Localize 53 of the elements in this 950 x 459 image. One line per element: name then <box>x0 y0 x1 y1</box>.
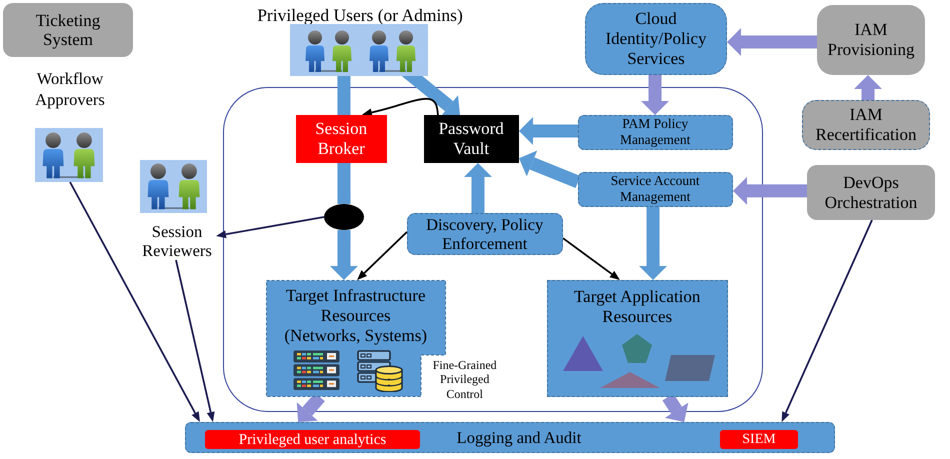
node-label: Password Vault <box>438 118 505 159</box>
node-label: Service Account Management <box>610 173 701 206</box>
group-label: Session Reviewers <box>141 222 213 260</box>
block-arrow <box>519 116 578 145</box>
node-label: Discovery, Policy Enforcement <box>425 214 544 253</box>
process-box <box>578 114 733 150</box>
annotation-text: Fine-Grained Privileged Control <box>432 358 498 402</box>
node-label: Session Broker <box>314 118 368 159</box>
process-box <box>205 430 420 449</box>
node-label: IAM Recertification <box>814 105 918 145</box>
process-box <box>720 430 798 449</box>
node-label: Privileged user analytics <box>238 430 386 448</box>
node-label: SIEM <box>742 430 776 448</box>
process-box <box>802 100 930 150</box>
node-label: DevOps Orchestration <box>824 172 918 212</box>
block-arrow <box>733 176 807 205</box>
process-box <box>3 3 133 57</box>
group-label: Privileged Users (or Admins) <box>257 6 463 24</box>
node-label: Cloud Identity/Policy Services <box>604 9 708 69</box>
node-label: Target Infrastructure Resources (Networks, Systems) <box>283 286 428 346</box>
boundary-outline <box>223 87 763 412</box>
node-label: IAM Provisioning <box>826 20 916 60</box>
node-label: Logging and Audit <box>456 428 582 448</box>
arrow <box>216 216 324 238</box>
block-arrow <box>854 75 882 100</box>
block-arrow <box>641 75 670 115</box>
block-arrow <box>330 230 358 280</box>
arrow <box>69 182 200 422</box>
block-arrow <box>727 28 817 56</box>
process-box <box>578 172 733 207</box>
junction-ellipse <box>324 204 364 230</box>
arrow <box>562 237 620 280</box>
connector-bar <box>337 76 350 115</box>
node-label: Target Application Resources <box>572 286 702 327</box>
process-box <box>296 114 387 163</box>
group-label: Workflow Approvers <box>34 68 106 110</box>
process-box <box>185 422 835 453</box>
node-label: Ticketing System <box>34 11 102 49</box>
process-box <box>424 114 519 163</box>
process-box <box>585 3 727 75</box>
block-arrow <box>519 150 580 188</box>
arrow <box>782 220 873 422</box>
block-arrow <box>464 163 492 213</box>
process-box <box>817 5 925 75</box>
process-box <box>406 212 563 255</box>
connector-bar <box>337 162 350 204</box>
arrow <box>175 260 215 422</box>
curved-arrow <box>362 98 439 116</box>
arrow <box>357 231 408 280</box>
node-label: PAM Policy Management <box>618 116 692 148</box>
block-arrow <box>639 207 668 280</box>
process-box <box>546 280 728 397</box>
process-box <box>807 165 935 220</box>
